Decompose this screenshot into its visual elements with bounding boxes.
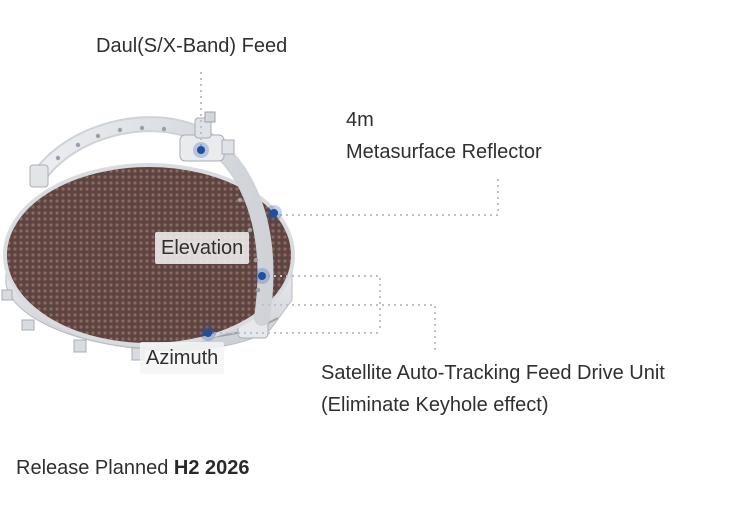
elevation-label: Elevation — [155, 232, 250, 264]
release-prefix: Release Planned — [16, 457, 169, 479]
markers — [193, 142, 282, 341]
reflector-size-label: 4m — [346, 109, 374, 131]
leader-lines — [200, 72, 499, 352]
drive-unit-label: Satellite Auto-Tracking Feed Drive Unit — [321, 362, 665, 384]
release-info: Release Planned H2 2026 — [16, 452, 250, 484]
reflector-name-label: Metasurface Reflector — [346, 141, 542, 163]
feed-label: Daul(S/X-Band) Feed — [96, 35, 288, 57]
release-date: H2 2026 — [173, 457, 250, 479]
drive-unit-note: (Eliminate Keyhole effect) — [321, 394, 549, 416]
azimuth-label: Azimuth — [140, 342, 225, 374]
